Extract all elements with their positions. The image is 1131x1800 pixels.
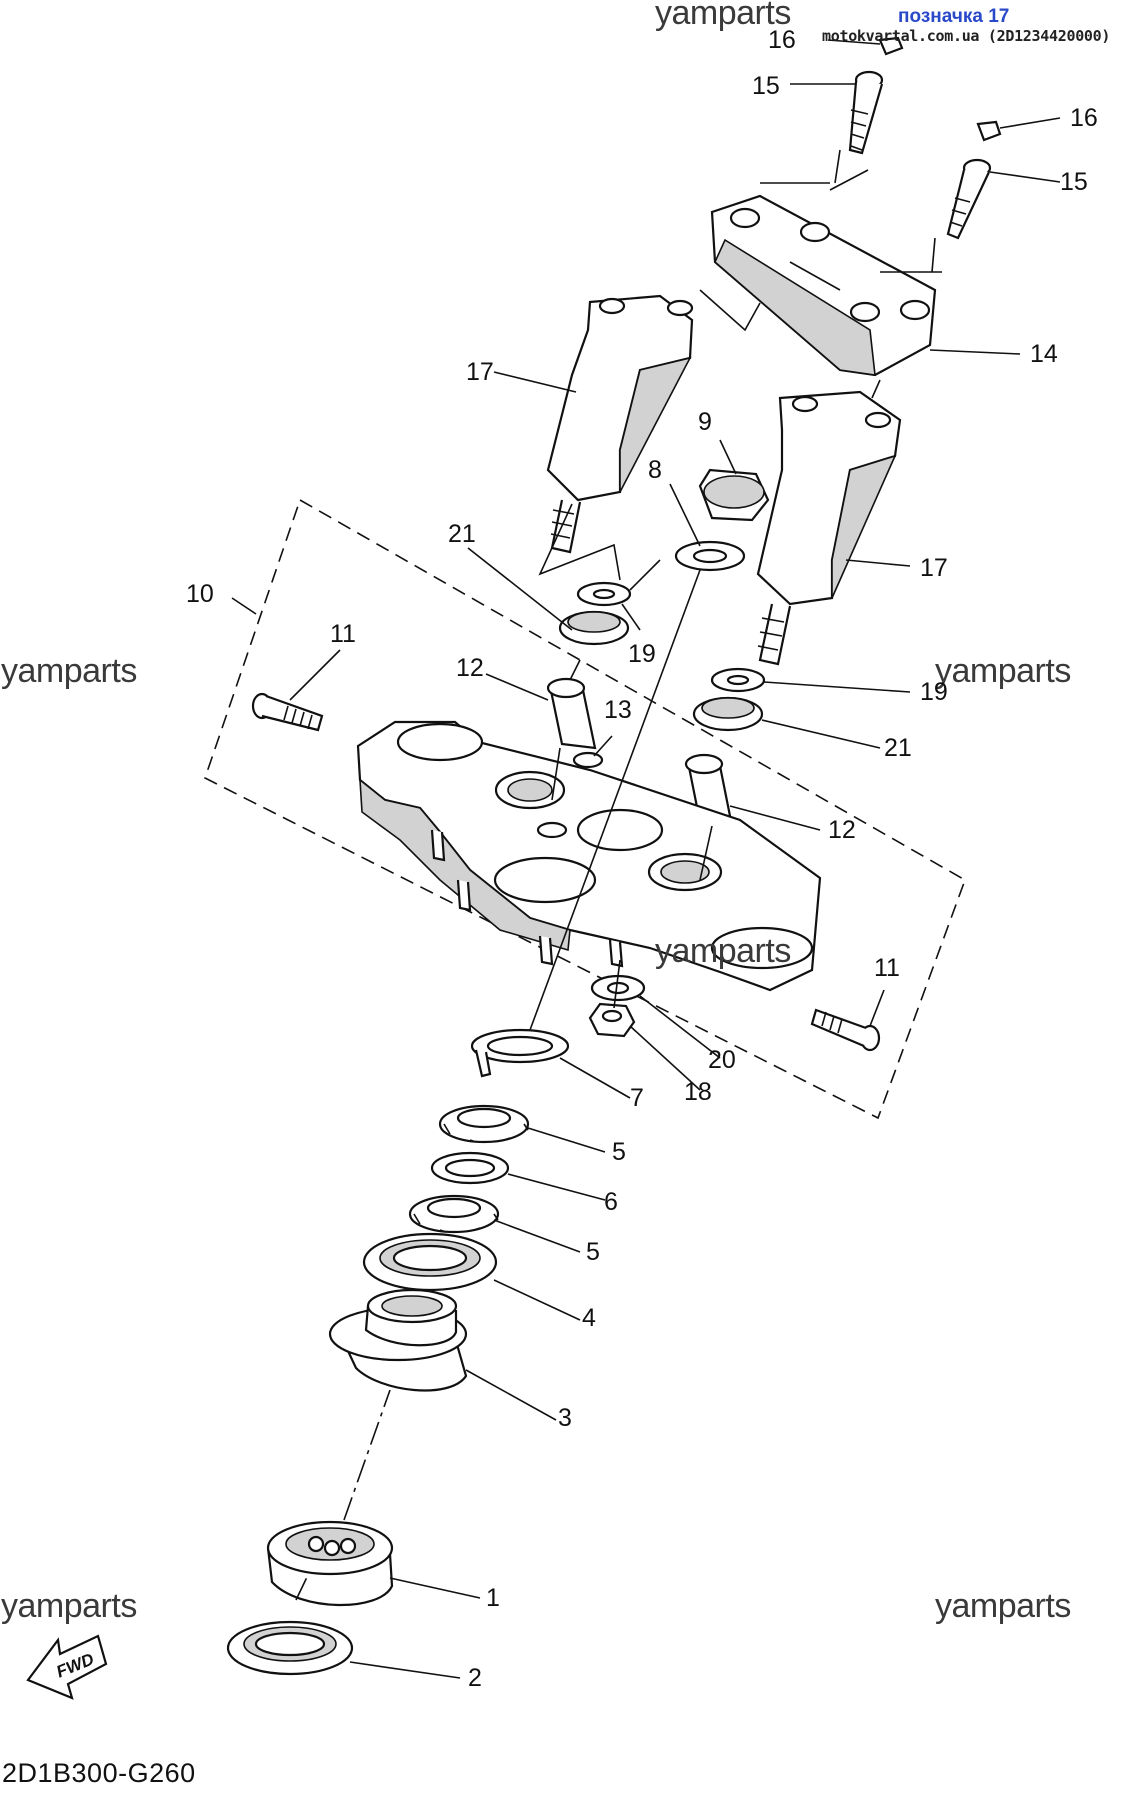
part-1-bearing-lower	[266, 1520, 394, 1607]
callout-19-left: 19	[628, 640, 656, 668]
callout-16-top: 16	[768, 26, 796, 54]
callout-2: 2	[468, 1664, 482, 1692]
part-4-dust-seal	[362, 1232, 498, 1292]
watermark: yamparts	[1, 1587, 137, 1625]
callout-21-right: 21	[884, 734, 912, 762]
part-16-cap-top	[878, 36, 904, 56]
callout-3: 3	[558, 1404, 572, 1432]
callout-15-top: 15	[752, 72, 780, 100]
leader-lines	[231, 39, 1061, 1679]
assembly-lines	[295, 149, 942, 1601]
callout-8: 8	[648, 456, 662, 484]
watermark: yamparts	[655, 932, 791, 970]
callout-9: 9	[698, 408, 712, 436]
callout-20: 20	[708, 1046, 736, 1074]
part-17-riser-right	[756, 390, 902, 666]
callout-18: 18	[684, 1078, 712, 1106]
callout-13: 13	[604, 696, 632, 724]
fwd-arrow-icon	[26, 1634, 108, 1700]
part-11-bolt-right	[810, 1008, 881, 1052]
callout-4: 4	[582, 1304, 596, 1332]
callout-11-left: 11	[330, 620, 356, 648]
part-11-bolt-left	[251, 692, 324, 732]
part-15-bolt-right	[946, 158, 992, 240]
callout-14: 14	[1030, 340, 1058, 368]
callout-17-right: 17	[920, 554, 948, 582]
watermark: yamparts	[935, 1587, 1071, 1625]
part-5-ring-nut-upper	[438, 1104, 530, 1144]
callout-5-lower: 5	[586, 1238, 600, 1266]
callout-11-right: 11	[874, 954, 900, 982]
callout-6: 6	[604, 1188, 618, 1216]
callout-12-right: 12	[828, 816, 856, 844]
header-site: motokvartal.com.ua (2D1234420000)	[822, 27, 1111, 45]
part-8-washer	[674, 540, 746, 572]
callout-7: 7	[630, 1084, 644, 1112]
callout-10: 10	[186, 580, 214, 608]
callout-1: 1	[486, 1584, 500, 1612]
upper-bracket	[356, 720, 822, 992]
part-15-bolt-upper-left	[848, 70, 884, 155]
part-18-nut	[588, 1002, 636, 1038]
part-17-riser-left	[546, 294, 694, 554]
callout-21-left: 21	[448, 520, 476, 548]
part-12-bushing-left	[546, 677, 597, 750]
part-9-steering-nut	[698, 468, 770, 522]
callout-19-right: 19	[920, 678, 948, 706]
part-19-washer-left	[576, 581, 632, 607]
part-16-cap-right	[976, 120, 1002, 142]
watermark: yamparts	[935, 652, 1071, 690]
part-13-pin	[572, 751, 604, 769]
part-5-ring-nut-lower	[408, 1194, 500, 1234]
part-19-washer-right	[710, 667, 766, 693]
diagram-code: 2D1B300-G260	[2, 1758, 196, 1788]
part-6-lock-washer	[430, 1151, 510, 1185]
part-21-damper-right	[692, 696, 764, 732]
part-2-seal-lower	[226, 1620, 354, 1676]
part-3-bearing-upper	[328, 1288, 468, 1392]
callout-5-upper: 5	[612, 1138, 626, 1166]
part-20-washer	[590, 974, 646, 1002]
part-7-lock-washer	[470, 1028, 570, 1078]
header-badge: позначка 17	[898, 6, 1010, 27]
watermark: yamparts	[1, 652, 137, 690]
callout-16-right: 16	[1070, 104, 1098, 132]
part-14-handlebar-holder	[710, 194, 937, 377]
callout-15-right: 15	[1060, 168, 1088, 196]
watermark: yamparts	[655, 0, 791, 32]
assembly-boundary	[204, 498, 966, 1120]
callout-12-left: 12	[456, 654, 484, 682]
callout-17-left: 17	[466, 358, 494, 386]
part-21-damper-left	[558, 610, 630, 646]
